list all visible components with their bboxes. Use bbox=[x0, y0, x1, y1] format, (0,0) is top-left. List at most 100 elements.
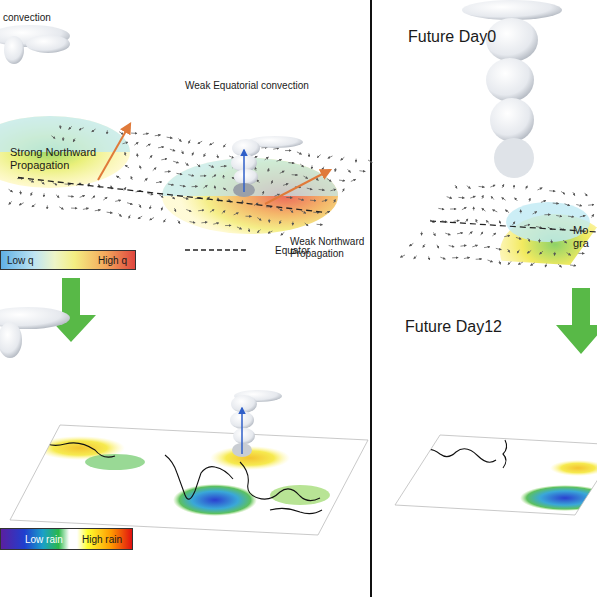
wind-vector bbox=[305, 223, 308, 226]
wind-vector bbox=[29, 180, 34, 182]
wind-vector bbox=[103, 197, 107, 200]
coastline bbox=[165, 455, 233, 499]
wind-vector bbox=[189, 140, 191, 143]
wind-vector bbox=[567, 253, 571, 256]
wind-vector bbox=[43, 193, 44, 197]
wind-vector bbox=[311, 165, 312, 169]
wind-vector bbox=[464, 257, 470, 258]
wind-vector bbox=[585, 193, 588, 196]
rain-anomaly bbox=[550, 460, 597, 476]
colorbar: Low rainHigh rain bbox=[0, 528, 133, 550]
propagation-arrow bbox=[98, 124, 130, 180]
wind-vector bbox=[290, 210, 293, 213]
wind-vector bbox=[197, 164, 200, 167]
wind-vector bbox=[551, 240, 553, 244]
wind-vector bbox=[433, 232, 435, 235]
wind-vector bbox=[134, 142, 138, 145]
wind-vector bbox=[298, 199, 304, 200]
wind-vector bbox=[164, 219, 166, 222]
wind-vector bbox=[288, 162, 294, 163]
cloud-tower bbox=[462, 0, 562, 178]
wind-vector bbox=[561, 191, 565, 194]
wind-vector bbox=[183, 197, 188, 199]
wind-vector bbox=[556, 215, 562, 216]
legend-line bbox=[185, 249, 247, 251]
wind-vector bbox=[479, 186, 485, 188]
wind-vector bbox=[158, 146, 164, 148]
wind-vector bbox=[171, 196, 175, 199]
wind-vector bbox=[342, 189, 344, 192]
wind-vector bbox=[156, 181, 162, 183]
wind-vector bbox=[80, 195, 85, 197]
wind-vector bbox=[518, 262, 523, 264]
wind-vector bbox=[553, 203, 559, 204]
wind-vector bbox=[73, 138, 75, 141]
wind-vector bbox=[53, 183, 57, 185]
wind-vector bbox=[578, 253, 584, 254]
wind-vector bbox=[286, 197, 292, 198]
wind-vector bbox=[129, 215, 131, 218]
rain-anomaly bbox=[35, 436, 125, 460]
wind-vector bbox=[570, 265, 576, 267]
wind-vector bbox=[59, 207, 63, 210]
wind-vector bbox=[499, 261, 500, 265]
wind-vector bbox=[301, 211, 305, 213]
wind-vector bbox=[541, 200, 546, 202]
wind-vector bbox=[508, 261, 511, 264]
cloud-anvil bbox=[0, 307, 70, 358]
wind-vector bbox=[123, 142, 128, 144]
cloud-caption: convection bbox=[3, 12, 93, 24]
wind-vector bbox=[223, 175, 224, 179]
coastline bbox=[240, 462, 320, 501]
wind-vector bbox=[558, 264, 561, 267]
wind-vector bbox=[168, 184, 174, 185]
wind-vector bbox=[281, 232, 285, 235]
wind-vector bbox=[283, 184, 288, 186]
wind-vector bbox=[41, 181, 44, 184]
wind-vector bbox=[95, 209, 101, 211]
wind-vector bbox=[536, 226, 542, 227]
wind-vector bbox=[210, 210, 214, 213]
wind-vector bbox=[502, 198, 506, 201]
wind-vector bbox=[178, 220, 180, 223]
wind-vector bbox=[143, 133, 149, 134]
wind-vector bbox=[124, 152, 126, 156]
wind-vector bbox=[576, 205, 582, 206]
wind-vector bbox=[327, 179, 331, 182]
equator-line bbox=[430, 221, 597, 232]
wind-vector bbox=[292, 222, 293, 226]
wind-vector bbox=[348, 169, 351, 172]
wind-vector bbox=[200, 175, 206, 176]
wind-vector bbox=[292, 174, 298, 175]
wind-vector bbox=[437, 245, 439, 248]
rain-anomaly bbox=[173, 484, 257, 516]
wind-vector bbox=[423, 244, 425, 247]
legend-line-sample bbox=[185, 242, 275, 258]
map-frame bbox=[395, 435, 597, 515]
wind-vector bbox=[185, 163, 188, 166]
wind-vector bbox=[51, 136, 55, 139]
cloud-part bbox=[234, 169, 258, 185]
wind-vector bbox=[452, 257, 458, 258]
wind-vector bbox=[409, 243, 413, 246]
wind-vector bbox=[19, 203, 23, 205]
wind-vector bbox=[229, 156, 234, 158]
wind-vector bbox=[273, 148, 279, 149]
wind-vector bbox=[447, 197, 452, 199]
wind-vector bbox=[106, 130, 107, 134]
art-part bbox=[400, 184, 594, 267]
time-arrow bbox=[556, 288, 597, 354]
wind-vector bbox=[297, 152, 302, 154]
propagation-label: Strong Northward Propagation bbox=[10, 146, 110, 171]
map-ground bbox=[395, 435, 597, 515]
wind-vector bbox=[31, 192, 32, 195]
wind-vector bbox=[56, 195, 59, 198]
wind-vector bbox=[107, 212, 113, 214]
wind-vector bbox=[355, 159, 356, 163]
wind-vector bbox=[161, 207, 162, 211]
panel-title: Future Day0 bbox=[408, 28, 558, 46]
wind-vector bbox=[335, 168, 337, 172]
cloud-part bbox=[0, 322, 22, 358]
wind-vector bbox=[449, 245, 454, 246]
